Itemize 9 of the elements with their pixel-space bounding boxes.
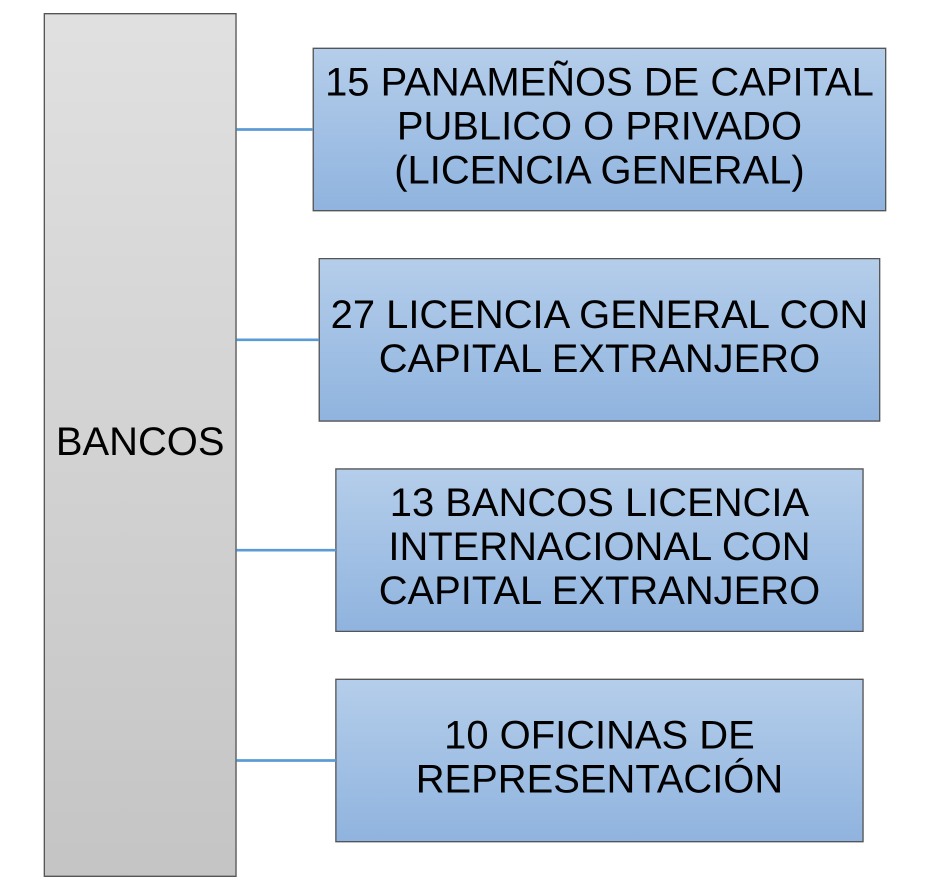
connector [236,759,336,762]
node-box: 15 PANAMEÑOS DE CAPITAL PUBLICO O PRIVADO (LICENCIA GENERAL) [312,48,886,212]
node-box: 13 BANCOS LICENCIA INTERNACIONAL CON CAPITAL EXTRANJERO [335,468,864,632]
node-box: BANCOS [44,13,237,877]
connector [236,548,336,552]
node-box: 27 LICENCIA GENERAL CON CAPITAL EXTRANJERO [318,258,880,422]
node-box: 10 OFICINAS DE REPRESENTACIÓN [335,678,864,842]
connector [236,338,320,342]
connector [236,128,314,131]
